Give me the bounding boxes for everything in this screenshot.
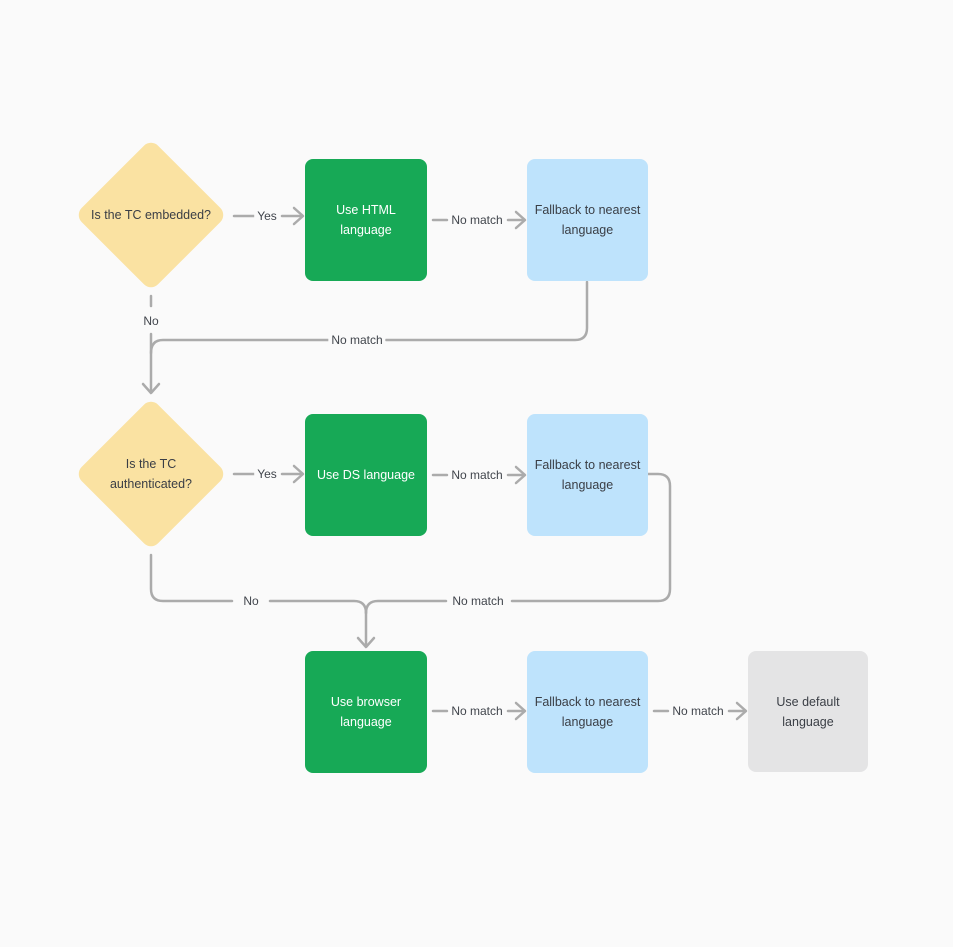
edge-label-no-match-2: No match (448, 468, 506, 482)
edge-label-no-match-1: No match (448, 213, 506, 227)
decision-is-tc-embedded-label: Is the TC embedded? (91, 208, 211, 222)
edge-label-no-1: No (140, 314, 162, 328)
node-use-html-language-label: Use HTML language (336, 203, 396, 237)
edge-yes1-arrowhead (292, 206, 305, 226)
edge-blue1-return-a (384, 280, 589, 342)
edge-label-no-match-3: No match (448, 704, 506, 718)
node-use-browser-language-label: Use browser language (330, 695, 402, 729)
edge-nomatch1-arrowhead (514, 210, 527, 230)
edge-blue1-return-b (149, 338, 332, 355)
edge-no2-a (149, 553, 234, 603)
edge-no2-b (268, 599, 368, 615)
edge-merge-arrowhead (356, 636, 376, 649)
edge-yes2-arrowhead (292, 464, 305, 484)
edge-no1-arrowhead (141, 382, 161, 395)
node-fallback-nearest-1-label: Fallback to nearest language (534, 203, 641, 237)
node-fallback-nearest-1: Fallback to nearest language (527, 159, 648, 281)
edge-label-yes-2: Yes (254, 467, 280, 481)
node-use-default-language: Use default language (748, 651, 868, 772)
node-fallback-nearest-3: Fallback to nearest language (527, 651, 648, 773)
node-use-ds-language-label: Use DS language (317, 468, 415, 482)
edge-nomatch3-arrowhead (514, 701, 527, 721)
node-use-default-language-label: Use default language (776, 694, 840, 729)
edge-nomatch2-arrowhead (514, 465, 527, 485)
edge-nomatch4-arrowhead (735, 701, 748, 721)
edge-label-no-2: No (240, 594, 262, 608)
edge-blue2-return-b (364, 599, 448, 615)
edge-label-no-match-1-return: No match (328, 333, 386, 347)
edge-label-no-match-4: No match (669, 704, 727, 718)
node-fallback-nearest-3-label: Fallback to nearest language (534, 695, 641, 729)
node-use-browser-language: Use browser language (305, 651, 427, 773)
node-fallback-nearest-2-label: Fallback to nearest language (534, 458, 641, 492)
edge-label-no-match-2-return: No match (449, 594, 507, 608)
decision-is-tc-authenticated-label: Is the TC authenticated? (109, 457, 192, 491)
edge-label-yes-1: Yes (254, 209, 280, 223)
node-use-html-language: Use HTML language (305, 159, 427, 281)
node-use-ds-language: Use DS language (305, 414, 427, 536)
node-fallback-nearest-2: Fallback to nearest language (527, 414, 648, 536)
